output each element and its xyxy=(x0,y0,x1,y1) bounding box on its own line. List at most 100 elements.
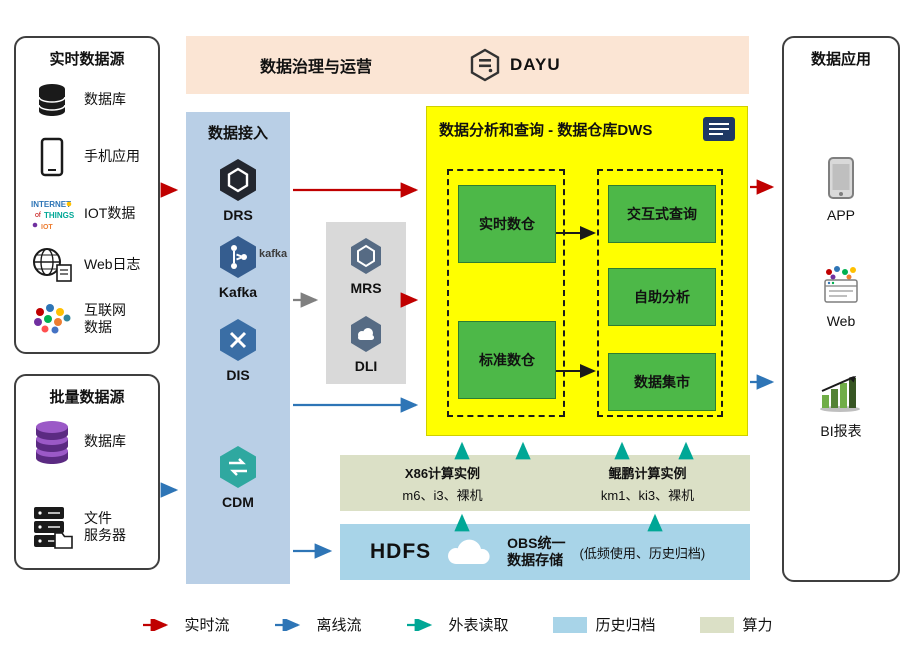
kafka-icon xyxy=(220,236,256,278)
dayu-logo-text: DAYU xyxy=(510,55,561,74)
source-label: 手机应用 xyxy=(84,148,140,165)
bi-report-icon xyxy=(820,376,860,412)
dws-box-standard-warehouse: 标准数仓 xyxy=(458,321,556,399)
database-purple-icon xyxy=(36,421,68,464)
web-globe-icon xyxy=(33,248,72,282)
mrs-icon xyxy=(351,238,381,274)
source-label-line2: 服务器 xyxy=(84,527,126,543)
document-icon-wrap xyxy=(701,115,737,148)
obs-label-line1: OBS统一 xyxy=(507,534,566,551)
phone-icon xyxy=(40,137,64,177)
file-server-icon xyxy=(34,507,73,549)
source-label: 数据库 xyxy=(84,433,126,450)
obs-label: OBS统一 数据存储 xyxy=(507,535,565,570)
database-icon xyxy=(38,84,66,116)
cloud-icon xyxy=(448,539,490,564)
obs-note: (低频使用、历史归档) xyxy=(579,545,706,561)
obs-label-line2: 数据存储 xyxy=(507,552,564,568)
drs-label: DRS xyxy=(223,207,253,223)
dis-label: DIS xyxy=(226,367,250,383)
legend: 实时流 离线流 外表读取 历史归档 算力 xyxy=(0,614,914,635)
list-item: 文件 服务器 xyxy=(28,502,154,552)
mrs-icon-wrap xyxy=(326,236,406,276)
blue-arrow-icon xyxy=(275,618,301,631)
dws-box-data-mart: 数据集市 xyxy=(608,353,716,411)
application-label: BI报表 xyxy=(820,423,862,439)
app-phone-icon xyxy=(828,157,854,199)
dws-panel: 数据分析和查询 - 数据仓库DWS 实时数仓 标准数仓 交互式查询 自助分析 数… xyxy=(426,106,748,436)
dws-box-realtime-warehouse: 实时数仓 xyxy=(458,185,556,263)
list-item: 数据库 xyxy=(28,417,154,467)
dws-left-group: 实时数仓 标准数仓 xyxy=(447,169,565,417)
kunpeng-compute: 鲲鹏计算实例 km1、ki3、裸机 xyxy=(545,455,750,511)
teal-arrow-icon xyxy=(407,618,433,631)
dws-box-self-service-analysis: 自助分析 xyxy=(608,268,716,326)
x86-compute: X86计算实例 m6、i3、裸机 xyxy=(340,455,545,511)
dli-label: DLI xyxy=(354,358,378,374)
source-label: Web日志 xyxy=(84,256,141,273)
dayu-logo: DAYU xyxy=(468,36,561,94)
ingestion-panel: 数据接入 DRS kafka Kafka xyxy=(186,112,290,584)
applications-panel: 数据应用 APP Web xyxy=(782,36,900,582)
ingestion-title: 数据接入 xyxy=(207,125,268,142)
archive-swatch xyxy=(552,616,587,633)
dli-icon-wrap xyxy=(326,314,406,354)
red-arrow-icon xyxy=(143,618,169,631)
dis-icon-wrap xyxy=(186,317,290,363)
kunpeng-compute-title: 鲲鹏计算实例 xyxy=(608,465,687,481)
iot-icon: INTERNET of THINGS IOT xyxy=(31,200,75,231)
middleware-panel: MRS DLI xyxy=(326,222,406,384)
dws-title: 数据分析和查询 - 数据仓库DWS xyxy=(439,122,653,139)
source-label-line2: 数据 xyxy=(84,319,112,335)
governance-banner: 数据治理与运营 DAYU xyxy=(186,36,749,94)
kafka-logo-text: kafka xyxy=(259,248,288,260)
list-item: APP xyxy=(784,156,898,223)
governance-title: 数据治理与运营 xyxy=(260,59,373,76)
source-label-line1: 互联网 xyxy=(84,301,126,318)
dws-right-group: 交互式查询 自助分析 数据集市 xyxy=(597,169,723,417)
source-label: 互联网 数据 xyxy=(84,302,126,337)
list-item: INTERNET of THINGS IOT IOT数据 xyxy=(28,192,154,236)
legend-offline: 离线流 xyxy=(273,614,361,635)
cdm-label: CDM xyxy=(222,494,254,510)
batch-sources-panel: 批量数据源 数据库 xyxy=(14,374,160,570)
dayu-icon xyxy=(470,48,500,82)
realtime-sources-panel: 实时数据源 数据库 手机应用 xyxy=(14,36,160,354)
list-item: Web xyxy=(784,264,898,329)
storage-panel: HDFS OBS统一 数据存储 (低频使用、历史归档) xyxy=(340,524,750,580)
legend-label: 离线流 xyxy=(316,617,362,634)
application-label: Web xyxy=(826,313,856,329)
legend-compute: 算力 xyxy=(699,614,773,635)
legend-realtime: 实时流 xyxy=(141,614,229,635)
list-item: 数据库 xyxy=(28,78,154,122)
legend-label: 算力 xyxy=(742,617,773,634)
dws-box-interactive-query: 交互式查询 xyxy=(608,185,716,243)
cdm-icon-wrap xyxy=(186,444,290,490)
kunpeng-compute-subtitle: km1、ki3、裸机 xyxy=(600,487,695,503)
x86-compute-subtitle: m6、i3、裸机 xyxy=(402,487,483,503)
source-label: 数据库 xyxy=(84,91,126,108)
legend-label: 外表读取 xyxy=(448,617,509,634)
document-icon xyxy=(703,117,735,141)
dis-icon xyxy=(220,319,256,361)
compute-panel: X86计算实例 m6、i3、裸机 鲲鹏计算实例 km1、ki3、裸机 xyxy=(340,455,750,511)
list-item: 手机应用 xyxy=(28,135,154,179)
cdm-icon xyxy=(220,446,256,488)
legend-external-read: 外表读取 xyxy=(405,614,509,635)
hdfs-label: HDFS xyxy=(370,540,432,563)
legend-label: 历史归档 xyxy=(595,617,656,634)
list-item: 互联网 数据 xyxy=(28,297,154,341)
batch-sources-title: 批量数据源 xyxy=(49,389,125,406)
kafka-icon-wrap xyxy=(186,234,290,280)
web-app-icon xyxy=(824,266,858,303)
dli-icon xyxy=(351,316,381,352)
list-item: BI报表 xyxy=(784,372,898,441)
svg-text:THINGS: THINGS xyxy=(44,211,75,220)
mrs-label: MRS xyxy=(350,280,382,296)
applications-title: 数据应用 xyxy=(810,51,871,68)
source-label: IOT数据 xyxy=(84,205,136,222)
source-label: 文件 服务器 xyxy=(84,510,126,545)
drs-icon xyxy=(220,159,256,201)
svg-text:INTERNET: INTERNET xyxy=(31,200,71,209)
compute-swatch xyxy=(699,616,734,633)
